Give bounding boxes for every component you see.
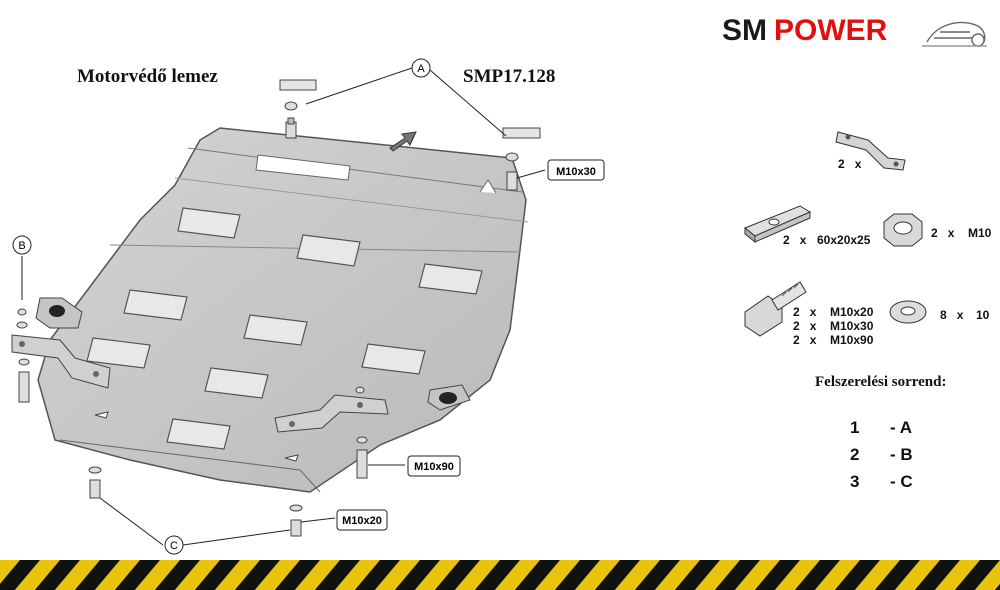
diagram-title: Motorvédő lemez [77,66,218,87]
qty-plate: 2 x [783,233,807,247]
assembly-diagram: A B C M10x30 M10x90 M10x20 [11,58,927,555]
label-m10x20: M10x20 [336,509,388,531]
bolt-set-top-center [279,79,317,139]
size-bolt-m10x30: M10x30 [830,319,874,333]
qty-bolt-m10x30: 2 x [793,319,817,333]
part-plate-drawing [744,205,812,244]
svg-text:C: C [170,540,178,552]
assembly-step: 3- C [850,472,913,491]
part-bracket-drawing [835,131,906,171]
assembly-order-title: Felszerelési sorrend: [815,374,947,390]
logo-text-power: POWER [774,14,888,47]
svg-text:M10x90: M10x90 [414,461,454,473]
qty-bracket: 2 x [838,157,862,171]
hazard-stripe-footer [0,560,1000,590]
size-plate: 60x20x25 [817,233,871,247]
size-washer: 10 [976,308,990,322]
size-bolt-m10x90: M10x90 [830,333,874,347]
bracket-right [274,394,389,433]
callout-a: A [411,58,431,78]
size-bolt-m10x20: M10x20 [830,305,874,319]
direction-arrow [389,131,417,152]
smpower-logo: SM POWER [722,14,987,47]
skid-plate [35,127,529,493]
leader-lines [21,67,546,546]
bolt-set-top-right [502,127,541,191]
size-nut: M10 [968,226,992,240]
assembly-step: 2- B [850,445,913,464]
svg-text:B: B [18,240,25,252]
svg-text:M10x20: M10x20 [342,515,382,527]
label-m10x30: M10x30 [547,159,605,181]
bracket-left [11,334,111,389]
qty-nut: 2 x [931,226,955,240]
label-m10x90: M10x90 [407,455,461,477]
callout-c: C [164,535,184,555]
callout-b: B [12,235,32,255]
motorcycle-icon [922,21,987,47]
assembly-step: 1- A [850,418,913,437]
svg-text:A: A [417,63,425,75]
logo-text-sm: SM [722,14,767,47]
part-washer-drawing [889,300,927,324]
qty-bolt-m10x90: 2 x [793,333,817,347]
product-code: SMP17.128 [463,66,556,87]
svg-text:M10x30: M10x30 [556,166,596,178]
qty-bolt-m10x20: 2 x [793,305,817,319]
part-nut-drawing [883,213,923,247]
qty-washer: 8 x [940,308,964,322]
part-bolt-drawing [744,281,807,337]
bolt-set-left [16,308,30,403]
bolt-set-right-bracket [355,386,368,479]
